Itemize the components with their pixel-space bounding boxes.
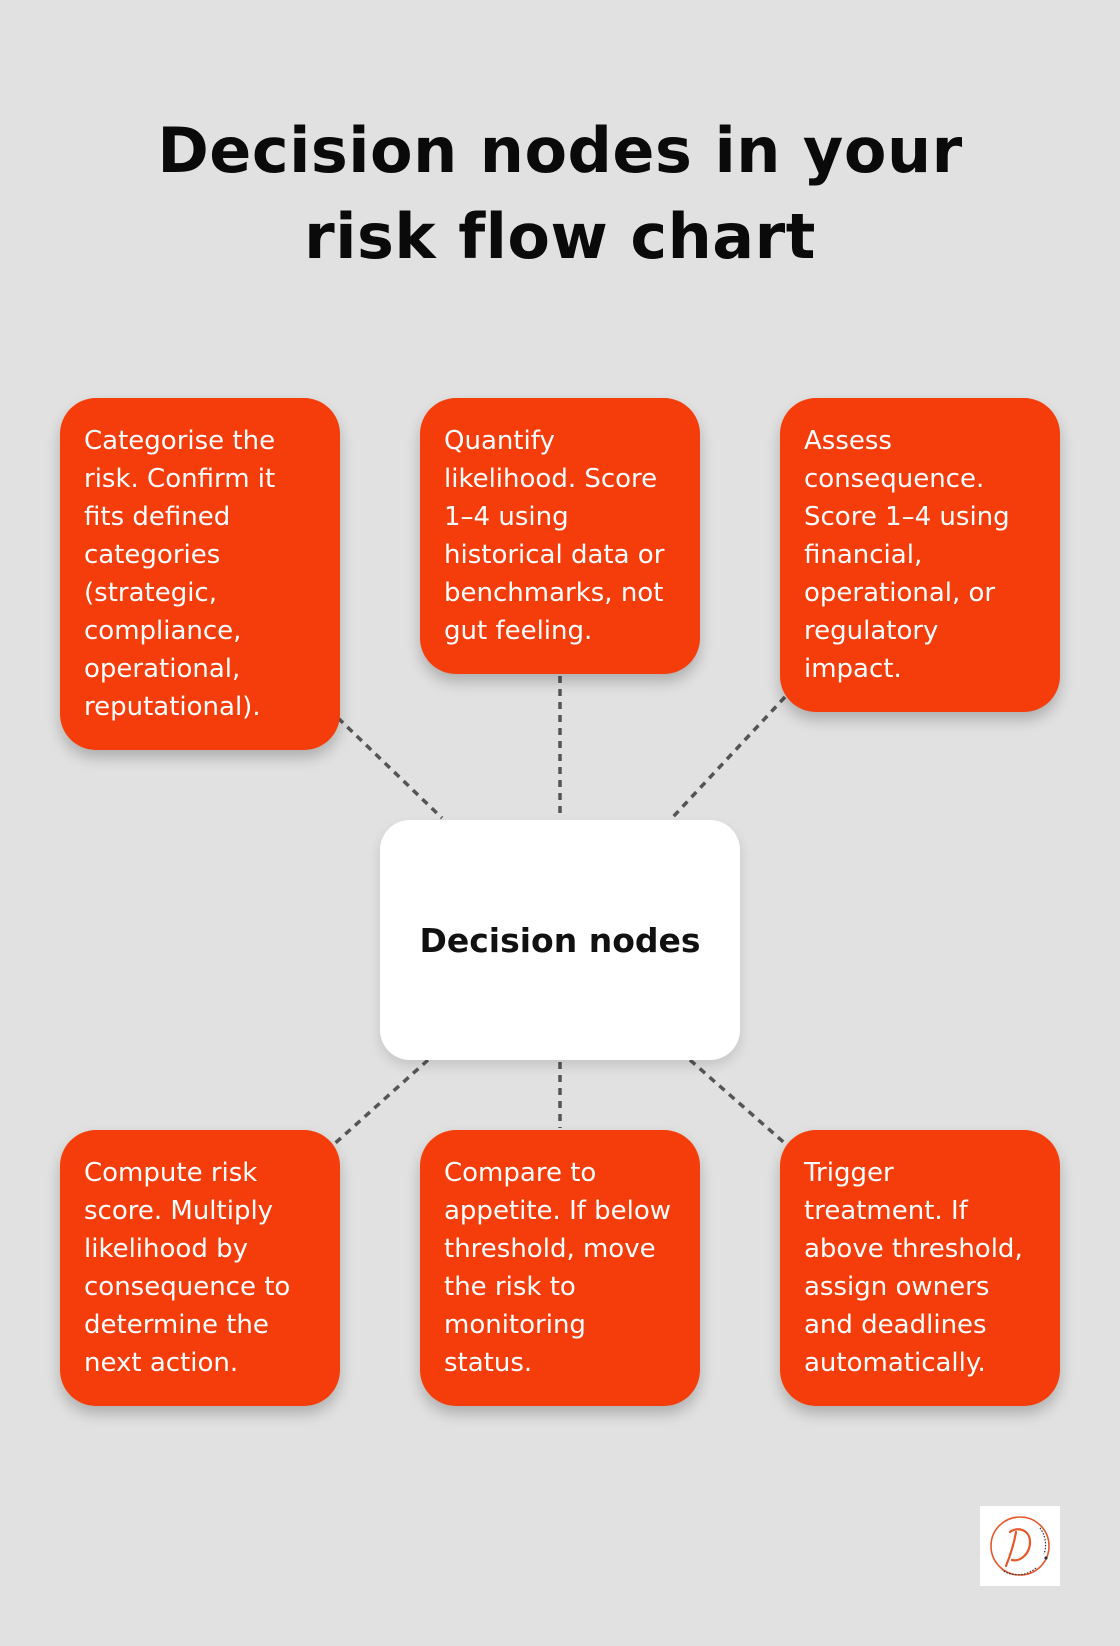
- connector-line: [336, 716, 444, 820]
- decision-node-card: Trigger treatment. If above threshold, a…: [780, 1130, 1060, 1406]
- card-text: Compute risk score. Multiply likelihood …: [84, 1158, 291, 1378]
- card-text: Assess consequence. Score 1–4 using fina…: [804, 426, 1010, 684]
- center-node-label: Decision nodes: [419, 920, 701, 960]
- logo-icon: [990, 1516, 1050, 1576]
- decision-node-card: Compute risk score. Multiply likelihood …: [60, 1130, 340, 1406]
- connector-line: [670, 695, 787, 820]
- card-text: Categorise the risk. Confirm it fits def…: [84, 426, 276, 722]
- company-logo: [980, 1506, 1060, 1586]
- connector-line: [330, 1058, 430, 1148]
- decision-node-card: Compare to appetite. If below threshold,…: [420, 1130, 700, 1406]
- decision-node-card: Assess consequence. Score 1–4 using fina…: [780, 398, 1060, 712]
- decision-node-card: Quantify likelihood. Score 1–4 using his…: [420, 398, 700, 674]
- decision-node-card: Categorise the risk. Confirm it fits def…: [60, 398, 340, 750]
- connector-line: [688, 1058, 790, 1148]
- card-text: Trigger treatment. If above threshold, a…: [804, 1158, 1023, 1378]
- center-node: Decision nodes: [380, 820, 740, 1060]
- card-text: Quantify likelihood. Score 1–4 using his…: [444, 426, 665, 646]
- page-title: Decision nodes in your risk flow chart: [157, 114, 963, 273]
- card-text: Compare to appetite. If below threshold,…: [444, 1158, 672, 1378]
